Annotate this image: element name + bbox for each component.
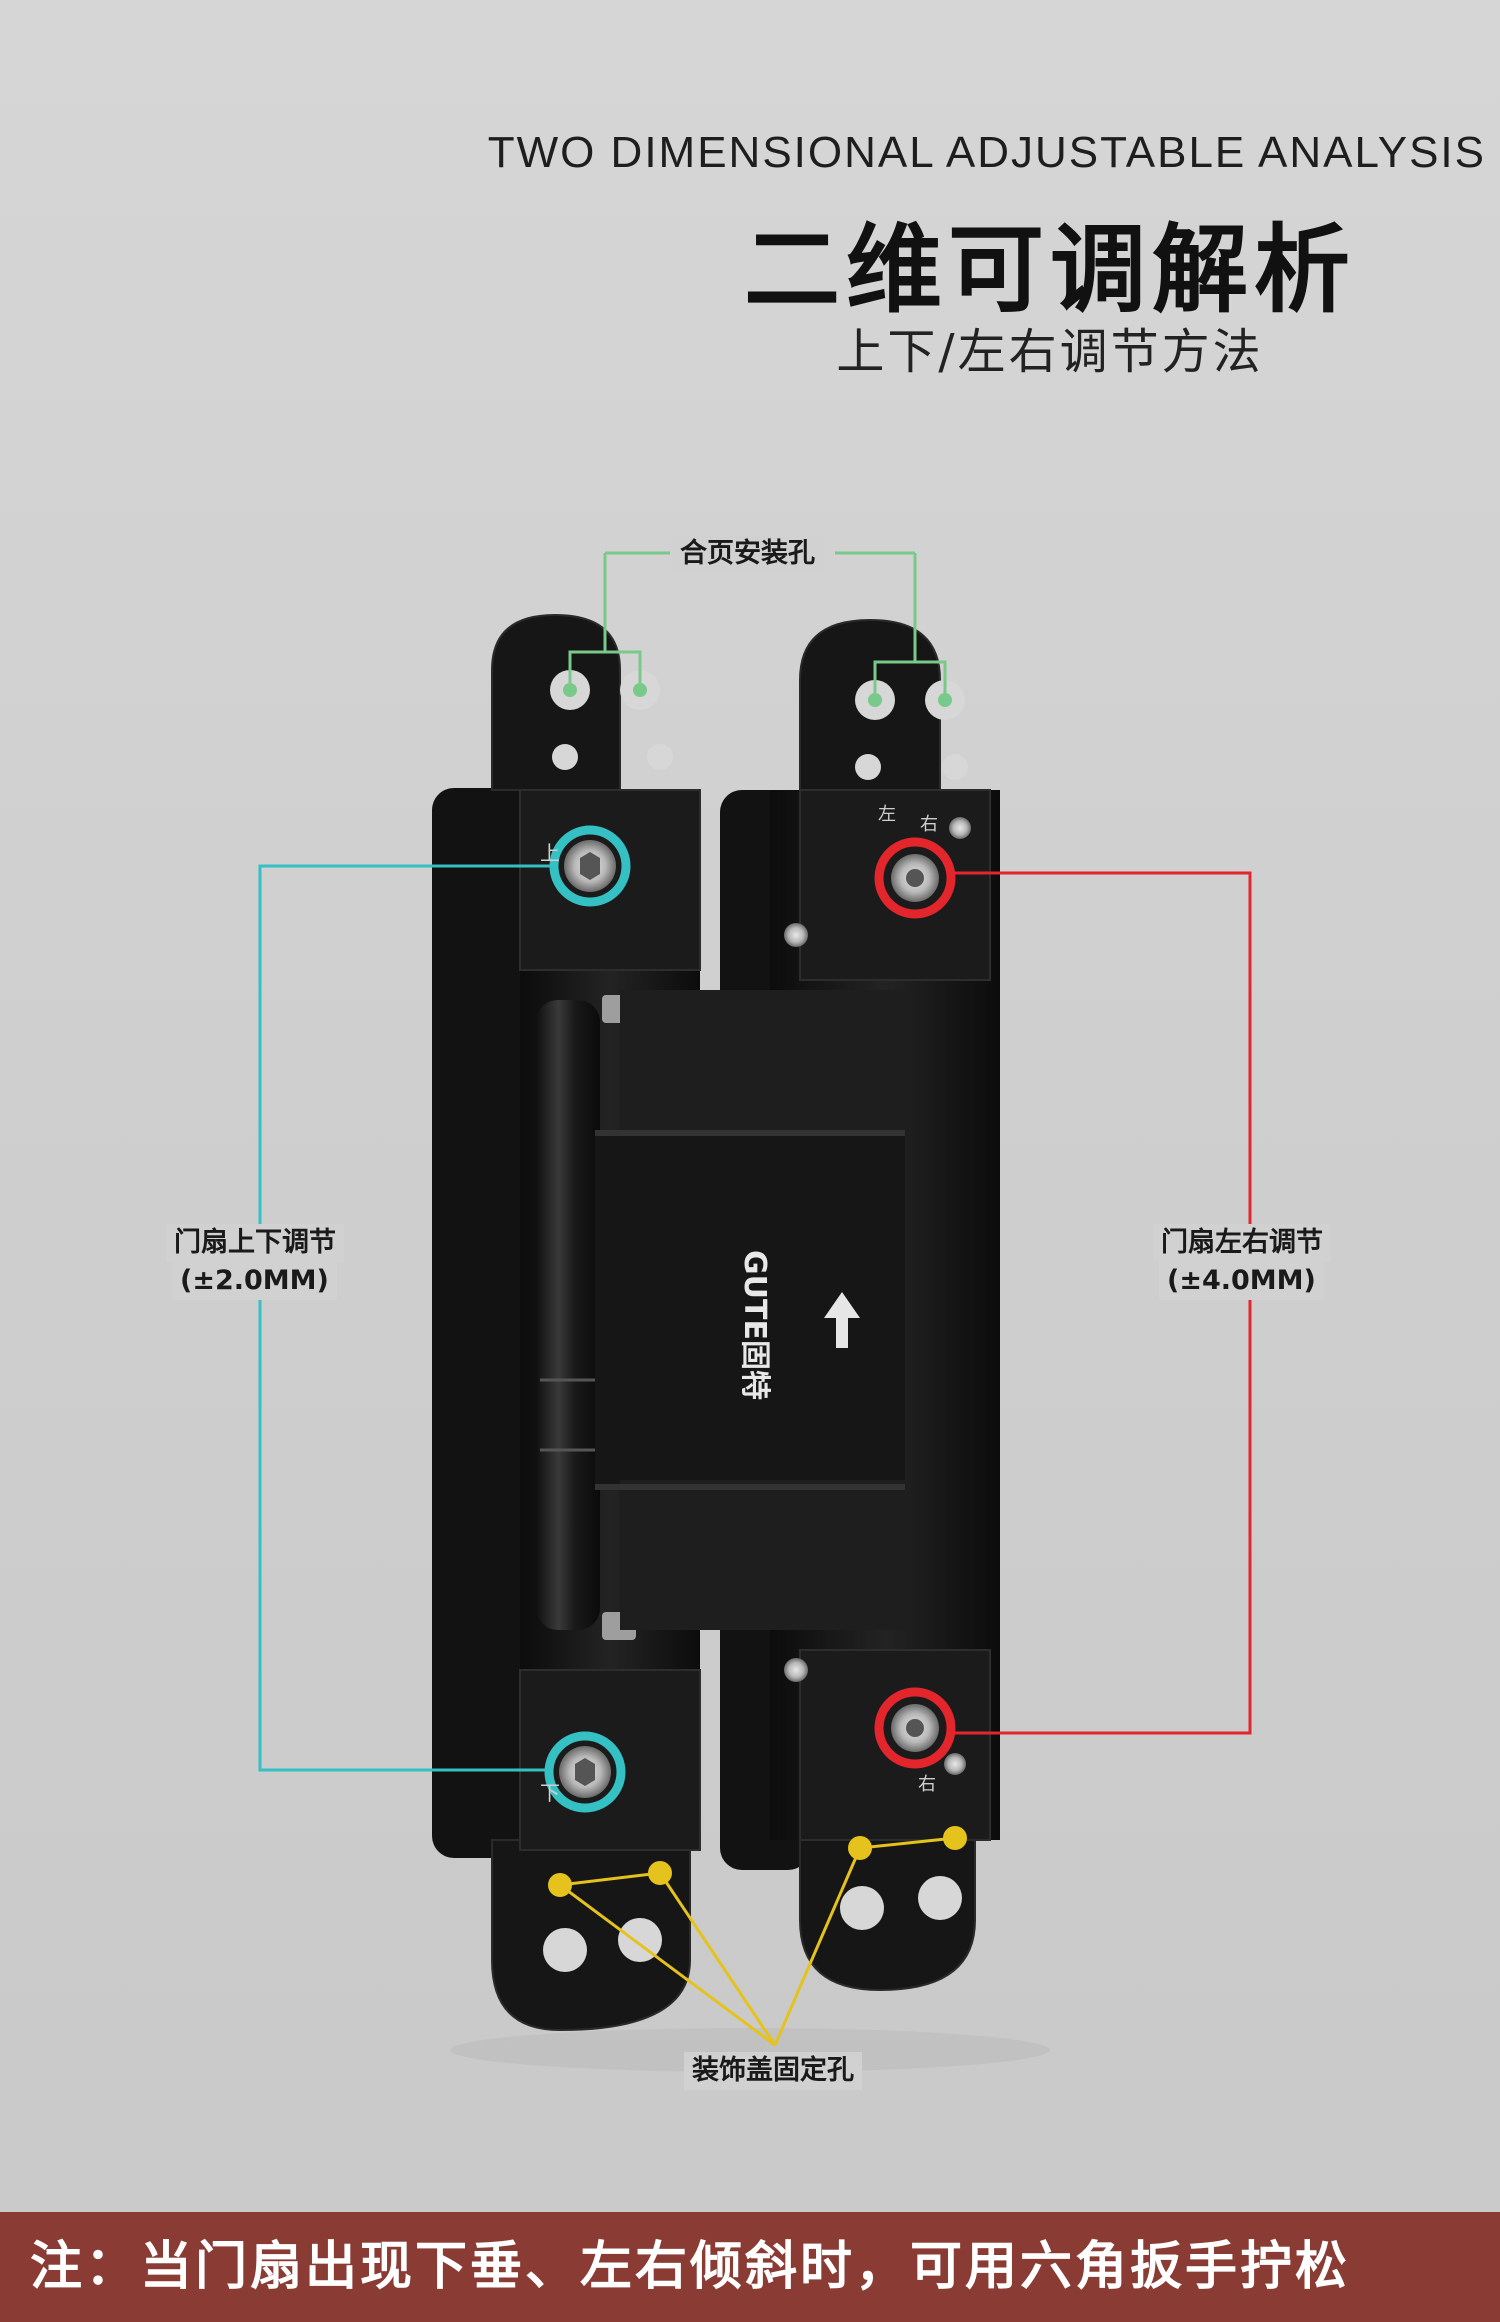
- mark-down: 下: [540, 1781, 560, 1805]
- heading-subtitle: 上下/左右调节方法: [836, 324, 1264, 380]
- lateral-adjust-screw: [874, 1687, 956, 1769]
- callout-lateral-adjust: 门扇左右调节: [1153, 1224, 1331, 1262]
- mark-up: 上: [540, 841, 560, 865]
- left-top-block: [519, 789, 701, 971]
- right-bottom-tab: [799, 1819, 976, 1992]
- lateral-leader: [951, 871, 1252, 1735]
- floor-shadow: [450, 2028, 1050, 2072]
- callout-lateral-range: (±4.0MM): [1159, 1262, 1324, 1300]
- note-text: 注：当门扇出现下垂、左右倾斜时，可用六角扳手拧松: [30, 2237, 1351, 2297]
- heading-en: TWO DIMENSIONAL ADJUSTABLE ANALYSIS: [487, 128, 1486, 177]
- left-bottom-tab: [491, 1839, 691, 2032]
- center-knuckle-upper: [620, 990, 910, 1140]
- left-leaf-frame: [432, 788, 542, 1858]
- note-bar: 注：当门扇出现下垂、左右倾斜时，可用六角扳手拧松: [0, 2212, 1500, 2322]
- brand-logo: GUTE固特: [737, 1250, 772, 1400]
- mark-left-top: 左: [878, 804, 896, 825]
- mark-right-top: 右: [920, 814, 938, 835]
- mounting-leader: [568, 553, 607, 683]
- heading-cn: 二维可调解析: [744, 214, 1356, 326]
- center-knuckle-lower: [620, 1480, 910, 1630]
- right-bottom-block: [799, 1649, 991, 1841]
- vertical-leader: [258, 864, 554, 1772]
- vertical-adjust-screw: [544, 1731, 626, 1813]
- left-barrel: [536, 1000, 600, 1630]
- callout-vertical-range: (±2.0MM): [172, 1262, 337, 1300]
- lateral-adjust-screw: [874, 837, 956, 919]
- callout-vertical-adjust: 门扇上下调节: [166, 1224, 344, 1262]
- callout-cover-holes: 装饰盖固定孔: [684, 2052, 862, 2090]
- callout-mounting-holes: 合页安装孔: [672, 535, 823, 573]
- arrow-up-icon: [824, 1292, 860, 1348]
- mark-right-bottom: 右: [918, 1774, 936, 1795]
- mounting-leader: [873, 553, 917, 693]
